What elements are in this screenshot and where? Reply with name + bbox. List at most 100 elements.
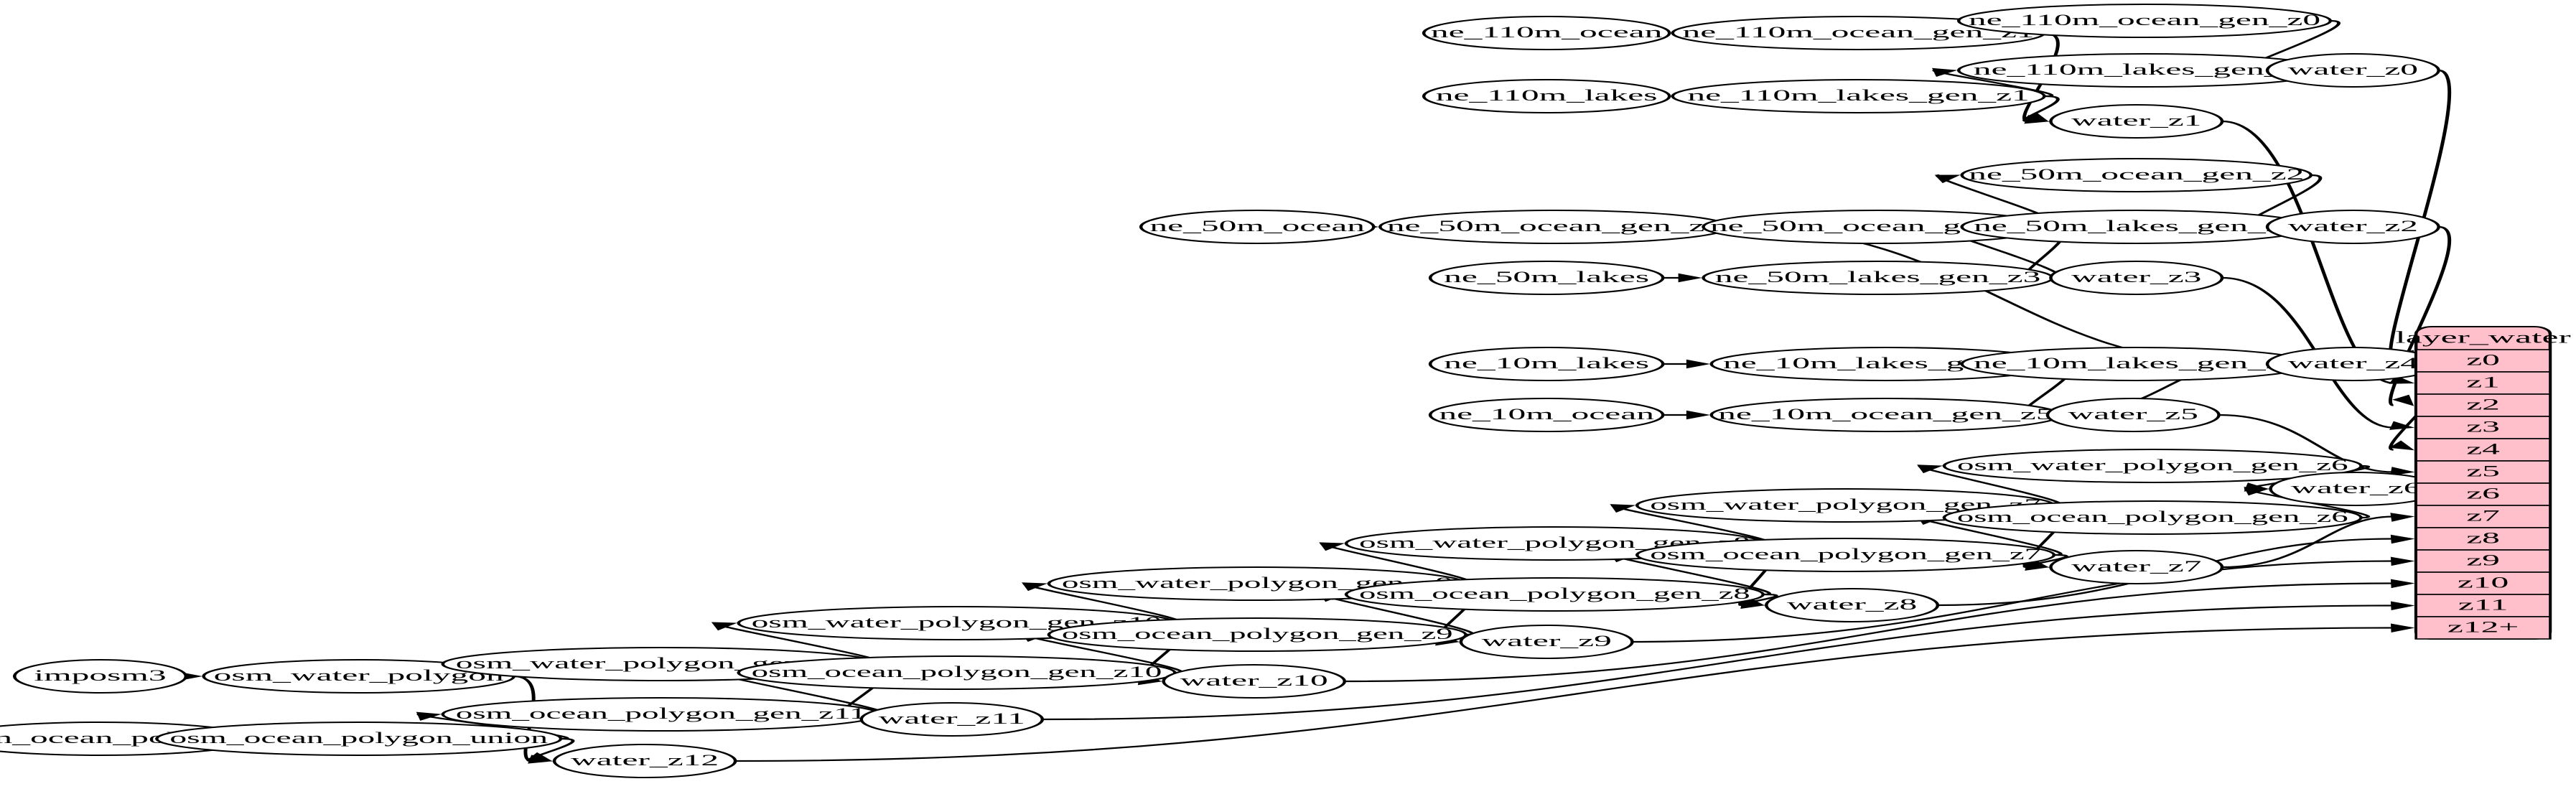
node-water_z0[interactable]: water_z0	[2265, 53, 2440, 88]
node-ne_110m_ocean_gen_z0[interactable]: ne_110m_ocean_gen_z0	[1956, 4, 2333, 38]
record-row-z11[interactable]	[2414, 594, 2552, 617]
node-label-ne_50m_ocean: ne_50m_ocean	[1149, 218, 1365, 235]
node-water_z7[interactable]: water_z7	[2049, 550, 2224, 584]
node-osm_ocean_polygon_gen_z9[interactable]: osm_ocean_polygon_gen_z9	[1047, 617, 1467, 652]
node-osm_water_polygon_gen_z6[interactable]: osm_water_polygon_gen_z6	[1942, 449, 2363, 483]
record-row-z4[interactable]	[2414, 438, 2552, 462]
edge-water_z5-to-layer_water-z5	[2218, 414, 2394, 473]
node-label-ne_110m_ocean_gen_z0: ne_110m_ocean_gen_z0	[1969, 11, 2320, 29]
node-water_z12[interactable]: water_z12	[552, 744, 737, 778]
node-shape-water_z0	[2265, 53, 2440, 88]
record-row-z5[interactable]	[2414, 460, 2552, 484]
record-row-label-z2: z2	[2466, 396, 2500, 414]
node-ne_110m_ocean_gen_z1[interactable]: ne_110m_ocean_gen_z1	[1671, 16, 2046, 50]
node-label-water_z9: water_z9	[1481, 632, 1611, 650]
node-label-osm_ocean_polygon_gen_z8: osm_ocean_polygon_gen_z8	[1359, 585, 1750, 602]
edge-water_z11-to-layer_water-z11	[1042, 604, 2394, 721]
node-ne_110m_lakes[interactable]: ne_110m_lakes	[1422, 79, 1671, 113]
node-ne_50m_lakes[interactable]: ne_50m_lakes	[1428, 261, 1665, 295]
node-shape-imposm3	[13, 659, 188, 694]
arrowhead-osm_ocean_polygon_gen_z6-to-water_z6	[2244, 487, 2269, 496]
node-shape-osm_ocean_polygon_gen_z6	[1942, 500, 2363, 535]
node-shape-water_z7	[2049, 550, 2224, 584]
node-label-ne_110m_ocean: ne_110m_ocean	[1431, 24, 1663, 41]
node-ne_10m_ocean_gen_z5[interactable]: ne_10m_ocean_gen_z5	[1709, 398, 2063, 432]
node-label-water_z5: water_z5	[2068, 406, 2198, 423]
node-shape-water_z9	[1459, 625, 1634, 659]
node-water_z4[interactable]: water_z4	[2265, 347, 2440, 381]
node-label-ne_50m_lakes_gen_z3: ne_50m_lakes_gen_z3	[1715, 269, 2041, 286]
node-label-ne_50m_ocean_gen_z4: ne_50m_ocean_gen_z4	[1387, 218, 1722, 235]
node-label-water_z4: water_z4	[2288, 355, 2418, 372]
node-shape-ne_110m_ocean_gen_z0	[1956, 4, 2333, 38]
node-ne_10m_lakes_gen_z5[interactable]: ne_10m_lakes_gen_z5	[1709, 347, 2063, 381]
record-row-z9[interactable]	[2414, 549, 2552, 573]
node-water_z8[interactable]: water_z8	[1765, 588, 1940, 622]
record-row-z6[interactable]	[2414, 482, 2552, 506]
arrowhead-ne_110m_lakes_gen_z1-to-water_z1	[2024, 115, 2050, 124]
node-label-osm_ocean_polygon_gen_z10: osm_ocean_polygon_gen_z10	[752, 663, 1162, 681]
node-ne_10m_ocean[interactable]: ne_10m_ocean	[1428, 398, 1665, 432]
arrowhead-osm_ocean_polygon_gen_z8-to-water_z8	[1740, 599, 1765, 610]
node-ne_110m_lakes_gen_z0[interactable]: ne_110m_lakes_gen_z0	[1956, 53, 2333, 88]
edge-water_z0-to-layer_water-z0	[2389, 69, 2452, 362]
record-row-label-z3: z3	[2466, 419, 2500, 436]
edge-water_z7-to-layer_water-z7	[2222, 515, 2394, 569]
node-shape-ne_110m_lakes_gen_z1	[1671, 79, 2046, 113]
record-row-z10[interactable]	[2414, 571, 2552, 595]
edge-ne_110m_lakes_gen_z1-to-water_z1	[2022, 95, 2060, 123]
node-water_z3[interactable]: water_z3	[2049, 261, 2224, 295]
record-row-z7[interactable]	[2414, 505, 2552, 528]
node-ne_110m_ocean[interactable]: ne_110m_ocean	[1422, 16, 1671, 50]
node-label-ne_10m_lakes: ne_10m_lakes	[1444, 355, 1649, 372]
node-shape-ne_10m_ocean	[1428, 398, 1665, 432]
node-label-osm_ocean_polygon_gen_z11: osm_ocean_polygon_gen_z11	[456, 705, 867, 722]
record-row-z8[interactable]	[2414, 527, 2552, 551]
node-water_z6[interactable]: water_z6	[2269, 472, 2444, 506]
arrowhead-water_z3-to-layer_water-z3	[2389, 421, 2415, 430]
record-row-z0[interactable]	[2414, 349, 2552, 373]
node-imposm3[interactable]: imposm3	[13, 659, 188, 694]
arrowhead-osm_ocean_polygon_union-to-osm_ocean_polygon_gen_z11	[416, 711, 442, 721]
node-label-water_z12: water_z12	[571, 752, 719, 769]
record-row-z12plus[interactable]	[2414, 616, 2552, 640]
node-water_z1[interactable]: water_z1	[2049, 104, 2224, 139]
arrowhead-water_z7-to-layer_water-z7	[2390, 513, 2415, 522]
node-ne_50m_lakes_gen_z3[interactable]: ne_50m_lakes_gen_z3	[1702, 261, 2054, 295]
node-osm_ocean_polygon_union[interactable]: osm_ocean_polygon_union	[155, 722, 563, 756]
node-ne_50m_ocean_gen_z2[interactable]: ne_50m_ocean_gen_z2	[1960, 158, 2313, 192]
node-water_z11[interactable]: water_z11	[859, 702, 1045, 737]
node-ne_10m_lakes[interactable]: ne_10m_lakes	[1428, 347, 1665, 381]
node-water_z5[interactable]: water_z5	[2045, 398, 2221, 432]
node-osm_ocean_polygon_gen_z10[interactable]: osm_ocean_polygon_gen_z10	[737, 655, 1177, 690]
edge-water_z1-to-layer_water-z1	[2221, 120, 2394, 384]
node-ne_50m_ocean_gen_z4[interactable]: ne_50m_ocean_gen_z4	[1378, 210, 1731, 244]
node-osm_ocean_polygon_gen_z11[interactable]: osm_ocean_polygon_gen_z11	[441, 697, 881, 732]
node-label-ne_10m_ocean: ne_10m_ocean	[1439, 406, 1654, 423]
node-ne_10m_lakes_gen_z4[interactable]: ne_10m_lakes_gen_z4	[1960, 347, 2313, 381]
record-row-label-z7: z7	[2466, 508, 2500, 525]
record-row-label-z10: z10	[2458, 574, 2509, 592]
arrowhead-water_z5-to-layer_water-z5	[2390, 467, 2415, 476]
arrowhead-osm_water_polygon_gen_z10-to-osm_water_polygon_gen_z9	[1022, 582, 1048, 592]
node-water_z2[interactable]: water_z2	[2265, 210, 2440, 244]
node-water_z10[interactable]: water_z10	[1162, 664, 1347, 699]
node-ne_50m_ocean[interactable]: ne_50m_ocean	[1139, 210, 1376, 244]
node-label-ne_50m_lakes: ne_50m_lakes	[1444, 269, 1649, 286]
node-osm_ocean_polygon_gen_z8[interactable]: osm_ocean_polygon_gen_z8	[1344, 577, 1765, 612]
node-water_z9[interactable]: water_z9	[1459, 625, 1634, 659]
node-osm_ocean_polygon_gen_z6[interactable]: osm_ocean_polygon_gen_z6	[1942, 500, 2363, 535]
node-shape-osm_water_polygon_gen_z6	[1942, 449, 2363, 483]
node-label-ne_110m_lakes: ne_110m_lakes	[1436, 87, 1658, 104]
arrowhead-water_z4-to-layer_water-z4	[2389, 440, 2415, 451]
node-label-water_z7: water_z7	[2071, 558, 2201, 575]
node-ne_110m_lakes_gen_z1[interactable]: ne_110m_lakes_gen_z1	[1671, 79, 2046, 113]
record-row-label-z5: z5	[2466, 463, 2500, 480]
arrowhead-osm_ocean_polygon_gen_z7-to-water_z7	[2025, 561, 2050, 571]
record-row-label-z11: z11	[2458, 597, 2509, 614]
node-osm_ocean_polygon_gen_z7[interactable]: osm_ocean_polygon_gen_z7	[1635, 538, 2056, 572]
node-shape-osm_ocean_polygon_gen_z8	[1344, 577, 1765, 612]
node-ne_50m_lakes_gen_z2[interactable]: ne_50m_lakes_gen_z2	[1960, 210, 2313, 244]
arrowhead-ne_10m_ocean-to-ne_10m_ocean_gen_z5	[1686, 410, 1711, 420]
